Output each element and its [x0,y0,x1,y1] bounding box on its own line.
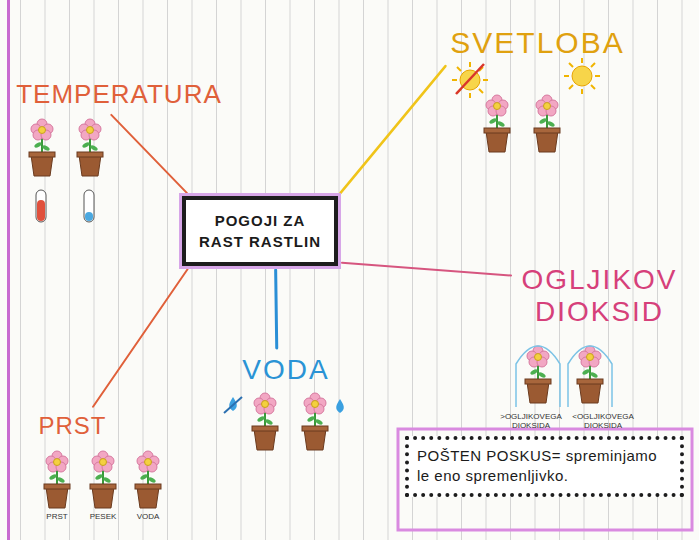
pot-label: VODA [129,512,167,521]
sun [564,58,600,94]
branch-text: SVETLOBA [450,26,625,61]
thermometer-cold [84,190,94,222]
flower-pot [252,393,278,450]
sun-crossed [452,62,488,98]
flower-pot [90,451,116,508]
glass-dome [516,346,560,407]
pot-label: PESEK [84,512,122,521]
branch-line [276,270,277,348]
box-text: POŠTEN POSKUS= spreminjamo le eno spreme… [417,446,672,487]
branch-title: TEMPERATURA [14,78,224,112]
flower-pot [44,451,70,508]
branch-text: TEMPERATURA [16,80,222,110]
branch-line [342,263,511,276]
branch-title: OGLJIKOV DIOKSID [515,262,684,331]
glass-dome [568,346,612,407]
branch-line [111,115,187,193]
thermometer-hot [36,190,46,222]
pot-label: <OGLJIKOVEGA DIOKSIDA [568,412,638,430]
note-box: POŠTEN POSKUS= spreminjamo le eno spreme… [405,436,684,497]
branch-text: OGLJIKOV DIOKSID [517,264,682,328]
flower-pot [135,451,161,508]
topic-box: POGOJI ZA RAST RASTLIN [182,196,338,266]
branch-text: VODA [242,354,330,386]
pot-label: >OGLJIKOVEGA DIOKSIDA [496,412,566,430]
branch-title: VODA [240,352,332,389]
branch-title: PRST [36,410,109,442]
flower-pot [302,393,328,450]
flower-pot [534,95,560,152]
flower-pot [29,119,55,176]
note-frame [398,429,692,530]
pot-label: PRST [38,512,76,521]
branch-text: PRST [38,412,107,440]
branch-line [93,269,188,406]
flower-pot [525,346,551,403]
water-drop-crossed [224,397,242,413]
margin-line [7,0,10,540]
box-text: POGOJI ZA RAST RASTLIN [198,210,322,252]
water-drop [336,399,344,413]
flower-pot [577,346,603,403]
branch-line [341,66,446,193]
flower-pot [77,119,103,176]
branch-title: SVETLOBA [448,24,627,63]
flower-pot [484,95,510,152]
